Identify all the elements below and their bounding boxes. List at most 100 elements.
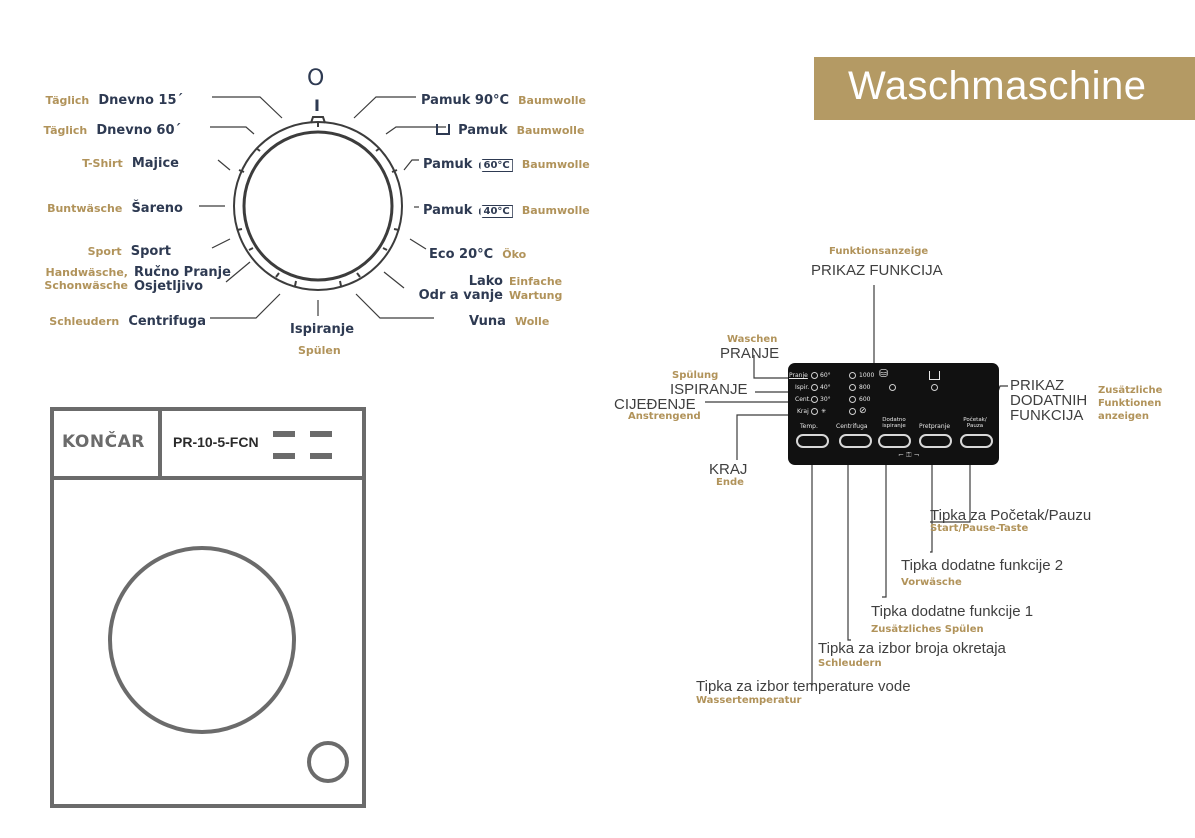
program-hr-label: Pamuk: [423, 157, 473, 172]
panel-led: [849, 384, 856, 391]
panel-row-speed: 1000: [859, 372, 875, 379]
callout-temp-hr: Tipka za izbor temperature vode: [696, 678, 911, 695]
panel-row-label: Kraj: [797, 408, 809, 415]
machine-display-bars: [273, 431, 332, 459]
panel-row-temp: 30°: [820, 396, 831, 403]
panel-led: [811, 408, 818, 415]
dial-program-pamuk-60: Pamuk 60°C Baumwolle: [423, 153, 590, 172]
dial-program-pamuk-40: Pamuk 40°C Baumwolle: [423, 199, 590, 218]
dial-program-eco-20: Eco 20°C Öko: [429, 243, 526, 262]
button-label-temp: Temp.: [800, 423, 818, 430]
program-hr-line1: Ručno Pranje: [134, 265, 231, 280]
machine-model-label: PR-10-5-FCN: [173, 434, 259, 450]
no-spin-icon: ⊘: [859, 406, 867, 416]
callout-func1-de: Zusätzliches Spülen: [871, 624, 984, 635]
dial-program-lako-de: Einfache Wartung: [509, 275, 562, 303]
program-de-label: Baumwolle: [521, 158, 590, 171]
temp-button[interactable]: [796, 434, 829, 448]
callout-dodatnih-hr-line3: FUNKCIJA: [1010, 407, 1084, 424]
banner-title: Waschmaschine: [848, 64, 1147, 108]
program-de-label: Wolle: [514, 315, 550, 328]
prewash-button[interactable]: [919, 434, 952, 448]
program-hr-label: Dnevno 60´: [96, 123, 181, 138]
callout-pranje-de: Waschen: [727, 334, 778, 345]
dial-program-ispiranje-de: Spülen: [298, 344, 341, 357]
callout-temp-de: Wassertemperatur: [696, 695, 802, 706]
extra-rinse-button[interactable]: [878, 434, 911, 448]
panel-led: [849, 396, 856, 403]
callout-kraj-hr: KRAJ: [709, 461, 748, 478]
machine-brand-logo: KONČAR: [62, 432, 145, 452]
panel-row-label: Pranje: [789, 372, 808, 379]
eco-tub-icon: [436, 124, 450, 135]
callout-ispiranje-de: Spülung: [672, 370, 719, 381]
program-hr-label: Pamuk: [458, 123, 508, 138]
panel-led: [849, 408, 856, 415]
dial-program-rucno-hr: Ručno Pranje Osjetljivo: [134, 266, 231, 294]
button-label-pocetak: Početak/ Pauza: [963, 417, 987, 429]
callout-funktion-hr: PRIKAZ FUNKCIJA: [811, 262, 943, 279]
dial-inner-ring: [242, 130, 394, 282]
extra-rinse-led: [889, 384, 896, 391]
callout-pranje-hr: PRANJE: [720, 345, 780, 362]
callout-func2-hr: Tipka dodatne funkcije 2: [901, 557, 1064, 574]
program-de-line2: Schonwäsche: [44, 279, 128, 292]
button-label-dodatno: Dodatno ispiranje: [882, 417, 906, 429]
callout-spin-hr: Tipka za izbor broja okretaja: [818, 640, 1006, 657]
callout-cijedenje-hr: CIJEĐENJE: [614, 396, 696, 413]
panel-led: [811, 384, 818, 391]
dial-program-sport: Sport Sport: [88, 240, 171, 259]
panel-row-temp: 60°: [820, 372, 831, 379]
temp-badge-60: 60°C: [477, 159, 513, 172]
power-on-symbol: I: [314, 96, 320, 115]
program-hr-label: Eco 20°C: [429, 247, 494, 262]
dial-program-dnevno-15: Täglich Dnevno 15´: [45, 89, 183, 108]
callout-ispiranje-hr: ISPIRANJE: [670, 381, 748, 398]
panel-led: [811, 372, 818, 379]
program-hr-line2: Osjetljivo: [134, 279, 204, 294]
callout-dodatnih-de-line3: anzeigen: [1098, 411, 1149, 422]
program-hr-label: Sport: [130, 244, 171, 259]
program-hr-label: Majice: [131, 156, 179, 171]
program-hr-line1: Lako: [468, 274, 503, 289]
panel-row-temp: ✳: [821, 408, 827, 415]
callout-spin-de: Schleudern: [818, 658, 882, 669]
callout-start-hr: Tipka za Početak/Pauzu: [930, 507, 1092, 524]
power-off-symbol: O: [307, 66, 325, 91]
program-de-line1: Handwäsche,: [45, 266, 128, 279]
program-de-label: Sport: [87, 245, 122, 258]
callout-func1-hr: Tipka dodatne funkcije 1: [871, 603, 1034, 620]
dial-program-pamuk-eco: Pamuk Baumwolle: [436, 119, 584, 138]
panel-row-label: Ispir.: [795, 384, 810, 391]
dial-program-majice: T-Shirt Majice: [82, 152, 179, 171]
callout-dodatnih-de-line2: Funktionen: [1098, 398, 1162, 409]
start-pause-button[interactable]: [960, 434, 993, 448]
callout-cijedenje-de: Anstrengend: [628, 411, 701, 422]
dial-right-leaders: [353, 96, 446, 319]
machine-outline: [50, 407, 366, 808]
dial-program-rucno-de: Handwäsche, Schonwäsche: [44, 266, 128, 292]
callout-funktion-de: Funktionsanzeige: [829, 246, 929, 257]
prewash-tub-icon: [929, 371, 940, 380]
dial-program-ispiranje-hr: Ispiranje: [290, 322, 355, 337]
program-hr-label: Šareno: [131, 201, 183, 216]
program-de-label: Schleudern: [49, 315, 120, 328]
panel-led: [849, 372, 856, 379]
program-hr-label: Pamuk 90°C: [421, 93, 510, 108]
spin-button[interactable]: [839, 434, 872, 448]
program-de-label: Baumwolle: [521, 204, 590, 217]
program-hr-label: Pamuk: [423, 203, 473, 218]
dial-program-centrifuga: Schleudern Centrifuga: [49, 310, 206, 329]
callout-start-de: Start/Pause-Taste: [930, 523, 1029, 534]
program-hr-line2: Odr a vanje: [418, 288, 503, 303]
dial-tab: [310, 116, 326, 124]
dial-left-leaders: [199, 96, 283, 319]
callout-dodatnih-hr-line2: DODATNIH: [1010, 392, 1088, 409]
program-de-label: Baumwolle: [518, 94, 586, 107]
program-de-line2: Wartung: [509, 289, 563, 302]
callout-dodatnih-hr-line1: PRIKAZ: [1010, 377, 1065, 394]
dial-program-dnevno-60: Täglich Dnevno 60´: [43, 119, 181, 138]
prewash-led: [931, 384, 938, 391]
extra-rinse-icon: ⛁: [879, 367, 889, 380]
program-de-label: Täglich: [43, 124, 88, 137]
